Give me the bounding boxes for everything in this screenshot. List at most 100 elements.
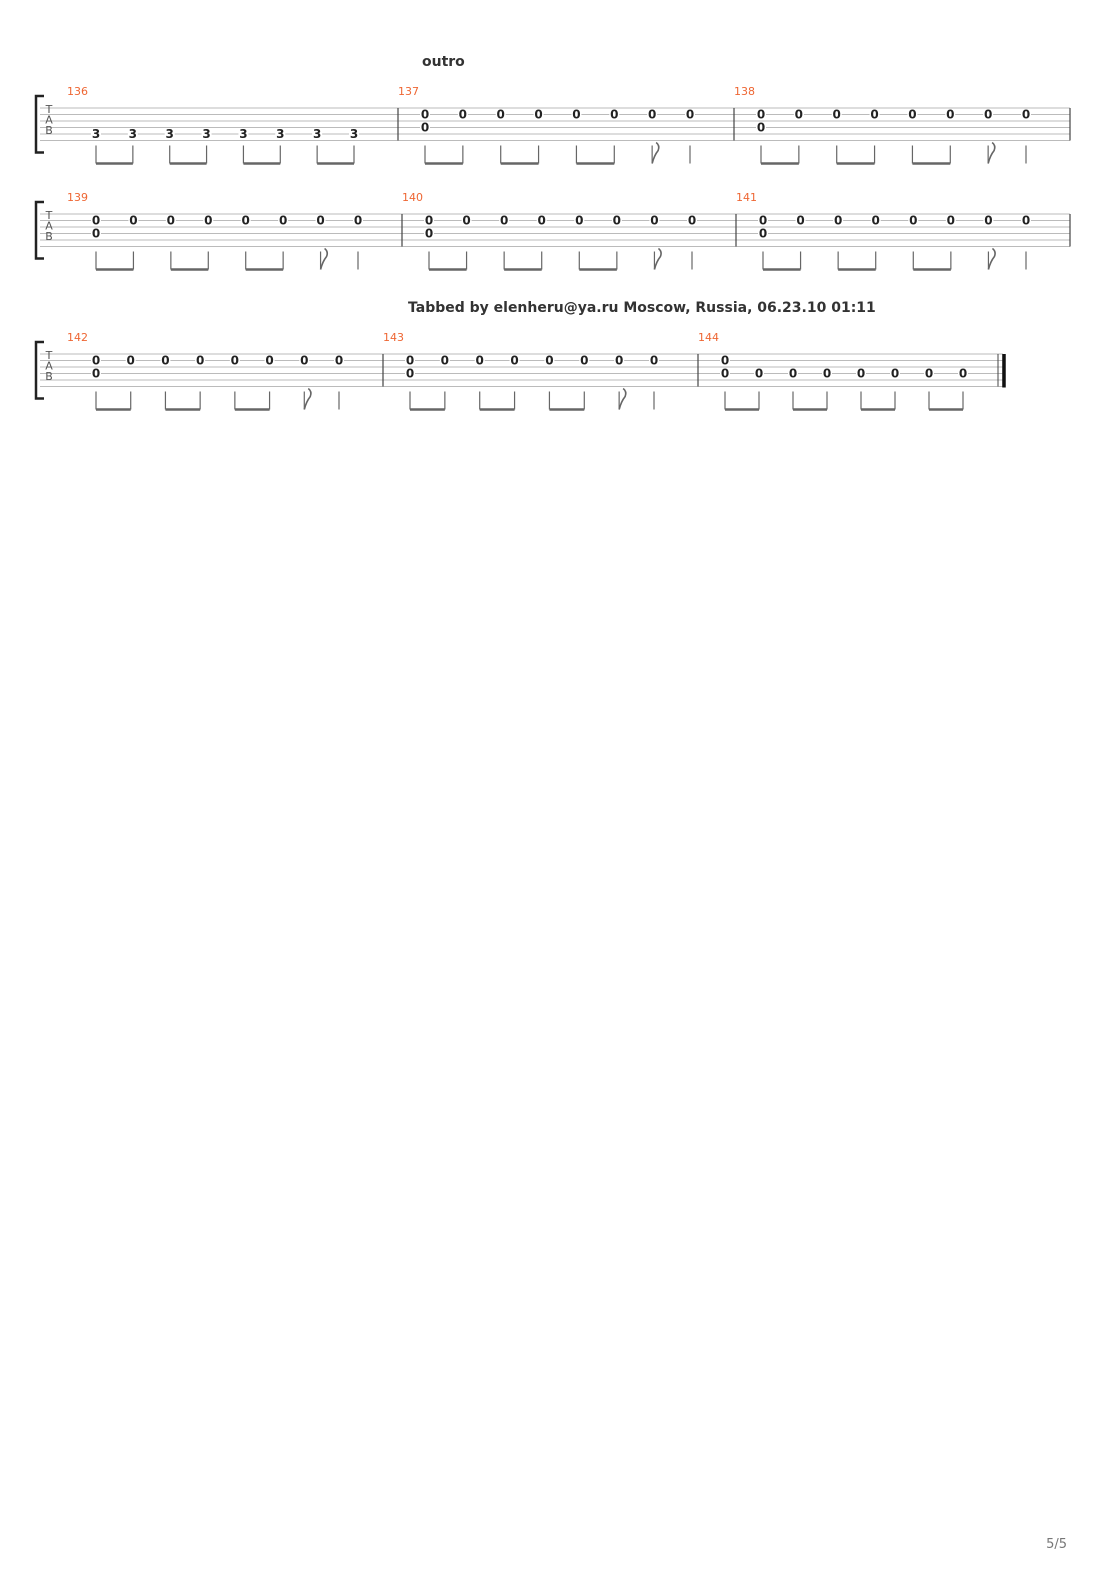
fret-number: 0	[795, 108, 803, 122]
tab-clef-letter: A	[45, 114, 53, 127]
fret-mask	[405, 367, 415, 379]
fret-number: 0	[686, 108, 694, 122]
fret-mask	[754, 367, 764, 379]
fret-number: 0	[497, 108, 505, 122]
fret-number: 0	[759, 214, 767, 228]
fret-mask	[758, 214, 768, 226]
fret-number: 0	[545, 354, 553, 368]
fret-number: 0	[421, 108, 429, 122]
measure-number: 141	[736, 191, 757, 204]
fret-mask	[127, 128, 138, 139]
fret-number: 0	[510, 354, 518, 368]
tab-credit: Tabbed by elenheru@ya.ru Moscow, Russia,…	[408, 300, 876, 316]
fret-mask	[264, 354, 275, 366]
measure-number: 136	[67, 85, 88, 98]
fret-number: 3	[202, 127, 210, 141]
fret-mask	[91, 227, 101, 239]
fret-number: 0	[129, 214, 137, 228]
fret-mask	[299, 354, 310, 366]
measure-number: 139	[67, 191, 88, 204]
fret-mask	[315, 214, 326, 226]
fret-number: 0	[833, 108, 841, 122]
fret-mask	[91, 367, 101, 379]
fret-number: 3	[129, 127, 137, 141]
eighth-flag	[319, 247, 329, 270]
fret-number: 0	[908, 108, 916, 122]
system-bracket	[34, 200, 44, 260]
fret-mask	[983, 214, 994, 226]
fret-mask	[238, 128, 249, 139]
fret-number: 0	[650, 214, 658, 228]
tab-clef-letter: B	[45, 230, 53, 243]
fret-number: 0	[688, 214, 696, 228]
fret-mask	[1021, 214, 1031, 226]
fret-number: 0	[335, 354, 343, 368]
fret-number: 0	[984, 108, 992, 122]
fret-mask	[509, 354, 520, 366]
fret-mask	[536, 214, 547, 226]
fret-mask	[795, 214, 806, 226]
system-bracket	[34, 340, 44, 400]
fret-number: 0	[92, 227, 100, 241]
fret-mask	[983, 108, 994, 120]
measure-number: 143	[383, 331, 404, 344]
fret-number: 0	[425, 214, 433, 228]
fret-mask	[203, 214, 214, 226]
fret-mask	[474, 354, 485, 366]
fret-number: 0	[92, 367, 100, 381]
fret-number: 0	[462, 214, 470, 228]
fret-mask	[125, 354, 136, 366]
tab-clef-letter: T	[45, 209, 53, 222]
tab-clef-letter: T	[45, 349, 53, 362]
fret-mask	[420, 121, 430, 133]
fret-number: 0	[613, 214, 621, 228]
fret-mask	[424, 214, 434, 226]
fret-number: 3	[313, 127, 321, 141]
fret-mask	[609, 108, 620, 120]
fret-mask	[833, 214, 844, 226]
fret-mask	[160, 354, 171, 366]
fret-mask	[278, 214, 289, 226]
fret-number: 0	[538, 214, 546, 228]
fret-number: 0	[823, 367, 831, 381]
fret-number: 0	[279, 214, 287, 228]
fret-number: 0	[231, 354, 239, 368]
fret-number: 0	[755, 367, 763, 381]
fret-number: 0	[1022, 214, 1030, 228]
fret-mask	[756, 108, 766, 120]
fret-mask	[793, 108, 804, 120]
fret-mask	[164, 128, 175, 139]
tab-clef-letter: T	[45, 103, 53, 116]
fret-mask	[945, 214, 956, 226]
fret-number: 0	[534, 108, 542, 122]
fret-number: 0	[721, 354, 729, 368]
fret-mask	[720, 367, 730, 379]
fret-mask	[275, 128, 286, 139]
measure-number: 140	[402, 191, 423, 204]
fret-number: 0	[92, 214, 100, 228]
fret-number: 0	[959, 367, 967, 381]
fret-number: 0	[984, 214, 992, 228]
fret-mask	[499, 214, 510, 226]
eighth-flag	[987, 247, 996, 270]
fret-mask	[649, 354, 659, 366]
fret-mask	[1021, 108, 1031, 120]
fret-mask	[890, 367, 900, 379]
fret-mask	[461, 214, 472, 226]
fret-number: 0	[196, 354, 204, 368]
fret-number: 3	[239, 127, 247, 141]
eighth-flag	[987, 141, 996, 164]
eighth-flag	[653, 247, 662, 270]
fret-mask	[420, 108, 430, 120]
fret-mask	[349, 128, 359, 139]
fret-mask	[756, 121, 766, 133]
fret-number: 0	[127, 354, 135, 368]
fret-mask	[924, 367, 934, 379]
fret-number: 3	[166, 127, 174, 141]
fret-mask	[91, 354, 101, 366]
tab-clef-letter: A	[45, 360, 53, 373]
fret-number: 0	[265, 354, 273, 368]
fret-number: 0	[872, 214, 880, 228]
fret-mask	[405, 354, 415, 366]
